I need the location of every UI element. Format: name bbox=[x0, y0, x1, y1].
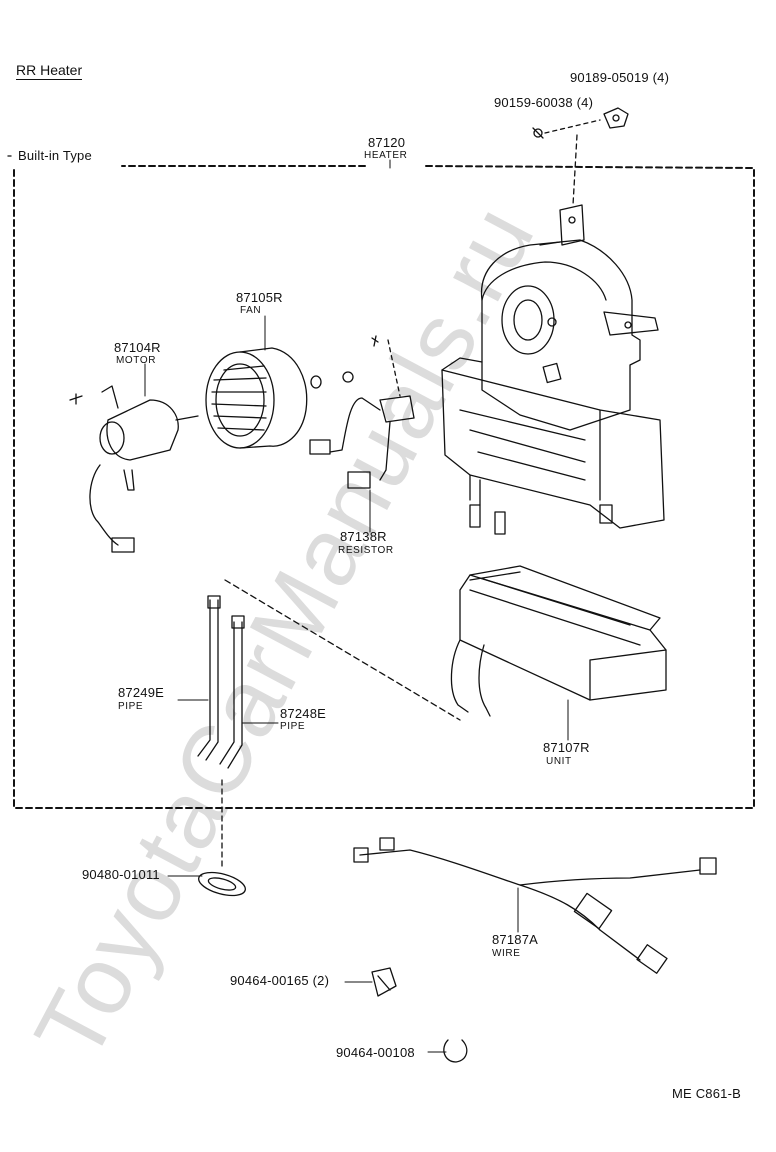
unit-name: UNIT bbox=[546, 756, 572, 767]
clamp-2-number: 90464-00165 (2) bbox=[230, 973, 330, 988]
heater-number: 87120 bbox=[368, 135, 406, 150]
diagram-title: RR Heater bbox=[16, 62, 83, 80]
fan-part bbox=[205, 347, 308, 449]
heater-name: HEATER bbox=[364, 150, 408, 161]
fan-name: FAN bbox=[240, 305, 262, 316]
screw-number: 90159-60038 (4) bbox=[494, 95, 594, 110]
motor-name: MOTOR bbox=[116, 355, 157, 366]
screw-leader bbox=[544, 119, 601, 134]
bracket-number: 90189-05019 (4) bbox=[570, 70, 670, 85]
builtin-boundary bbox=[13, 165, 755, 809]
wire-part bbox=[353, 837, 717, 974]
pipe-e-number: 87249E bbox=[118, 685, 165, 700]
wire-number: 87187A bbox=[492, 932, 539, 947]
pipe-unit-leader bbox=[224, 579, 461, 721]
bracket-leader bbox=[572, 134, 578, 206]
resistor-number: 87138R bbox=[340, 529, 387, 544]
clamp-part bbox=[443, 1039, 468, 1063]
resistor-name: RESISTOR bbox=[338, 545, 394, 556]
heater-housing bbox=[441, 204, 665, 535]
builtin-type-label: Built-in Type bbox=[18, 148, 92, 163]
pipe-248-number: 87248E bbox=[280, 706, 327, 721]
grommet-part bbox=[198, 871, 246, 897]
unit-number: 87107R bbox=[543, 740, 590, 755]
motor-number: 87104R bbox=[114, 340, 161, 355]
resistor-part bbox=[309, 335, 415, 489]
clamp-number: 90464-00108 bbox=[336, 1045, 415, 1060]
bracket-part bbox=[603, 107, 629, 129]
motor-part bbox=[69, 385, 199, 553]
footer-code: ME C861-B bbox=[672, 1086, 741, 1101]
screw-part bbox=[532, 127, 544, 139]
wire-name: WIRE bbox=[492, 948, 521, 959]
fan-number: 87105R bbox=[236, 290, 283, 305]
pipe-248-name: PIPE bbox=[280, 721, 306, 732]
washer-nut bbox=[310, 371, 354, 389]
unit-part bbox=[450, 565, 667, 717]
pipe-248-part bbox=[219, 615, 245, 769]
grommet-number: 90480-01011 bbox=[82, 867, 160, 882]
leader-lines bbox=[144, 159, 569, 1053]
clamp-2-part bbox=[371, 967, 397, 997]
pipe-e-part bbox=[197, 595, 221, 761]
pipe-e-name: PIPE bbox=[118, 701, 144, 712]
